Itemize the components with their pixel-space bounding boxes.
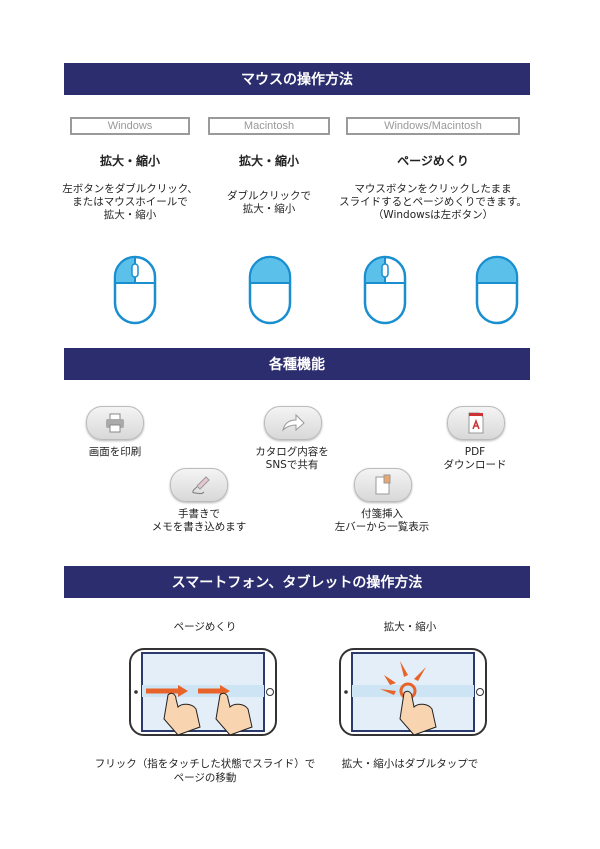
mouse-left-button-wheel-icon <box>113 255 157 325</box>
desc-mac: ダブルクリックで 拡大・縮小 <box>208 190 330 216</box>
pen-icon <box>192 476 210 495</box>
sticky-note-icon <box>375 474 391 495</box>
tablet-flick-desc: フリック（指をタッチした状態でスライド）で ページの移動 <box>80 757 330 785</box>
mouse-left-button-icon <box>363 255 407 325</box>
pdf-icon <box>468 412 484 434</box>
label-line: 左バーから一覧表示 <box>334 521 430 533</box>
desc-line: （Windowsは左ボタン） <box>372 209 494 221</box>
label-line: ダウンロード <box>443 459 507 471</box>
os-label-windows: Windows <box>70 117 190 135</box>
pdf-label: PDF ダウンロード <box>420 446 530 472</box>
os-label-both: Windows/Macintosh <box>346 117 520 135</box>
pdf-download-button[interactable] <box>447 406 505 440</box>
label-line: メモを書き込めます <box>151 521 247 533</box>
heading-zoom-win: 拡大・縮小 <box>99 154 160 168</box>
heading-pageflip: ページめくり <box>397 154 469 168</box>
desc-line: 拡大・縮小 <box>242 203 296 215</box>
share-label: カタログ内容を SNSで共有 <box>236 446 348 472</box>
tablet-flick-heading: ページめくり <box>173 621 237 633</box>
print-label: 画面を印刷 <box>60 446 170 459</box>
sticky-note-button[interactable] <box>354 468 412 502</box>
share-arrow-icon <box>282 413 305 432</box>
tablet-flick-illustration <box>129 648 277 736</box>
tablet-zoom-desc: 拡大・縮小はダブルタップで <box>330 757 490 771</box>
desc-line: フリック（指をタッチした状態でスライド）で <box>94 758 316 770</box>
desc-line: マウスボタンをクリックしたまま <box>354 183 512 195</box>
os-label-mac: Macintosh <box>208 117 330 135</box>
desc-win: 左ボタンをダブルクリック、 またはマウスホイールで 拡大・縮小 <box>60 183 200 222</box>
mouse-mac-icon <box>475 255 519 325</box>
tablet-section-banner: スマートフォン、タブレットの操作方法 <box>64 566 530 598</box>
pen-memo-button[interactable] <box>170 468 228 502</box>
desc-line: 左ボタンをダブルクリック、 <box>62 183 198 195</box>
desc-line: ページの移動 <box>173 772 237 784</box>
tablet-zoom-heading: 拡大・縮小 <box>383 621 437 633</box>
heading-zoom-mac: 拡大・縮小 <box>238 154 299 168</box>
sticky-note-label: 付箋挿入 左バーから一覧表示 <box>322 508 442 534</box>
label-line: 付箋挿入 <box>361 508 403 520</box>
mouse-single-button-icon <box>248 255 292 325</box>
mouse-section-banner: マウスの操作方法 <box>64 63 530 95</box>
desc-line: ダブルクリックで <box>227 190 311 202</box>
share-button[interactable] <box>264 406 322 440</box>
features-section-banner: 各種機能 <box>64 348 530 380</box>
desc-line: スライドするとページめくりできます。 <box>339 196 527 208</box>
label-line: PDF <box>464 446 486 458</box>
desc-line: またはマウスホイールで <box>72 196 188 208</box>
label-line: SNSで共有 <box>265 459 319 471</box>
desc-line: 拡大・縮小はダブルタップで <box>341 758 479 770</box>
printer-icon <box>106 413 124 433</box>
tablet-zoom-illustration <box>339 648 487 736</box>
desc-both: マウスボタンをクリックしたまま スライドするとページめくりできます。 （Wind… <box>336 183 530 222</box>
print-button[interactable] <box>86 406 144 440</box>
label-line: 手書きで <box>178 508 220 520</box>
label-line: 画面を印刷 <box>88 446 142 458</box>
label-line: カタログ内容を <box>255 446 329 458</box>
desc-line: 拡大・縮小 <box>103 209 157 221</box>
pen-label: 手書きで メモを書き込めます <box>140 508 258 534</box>
